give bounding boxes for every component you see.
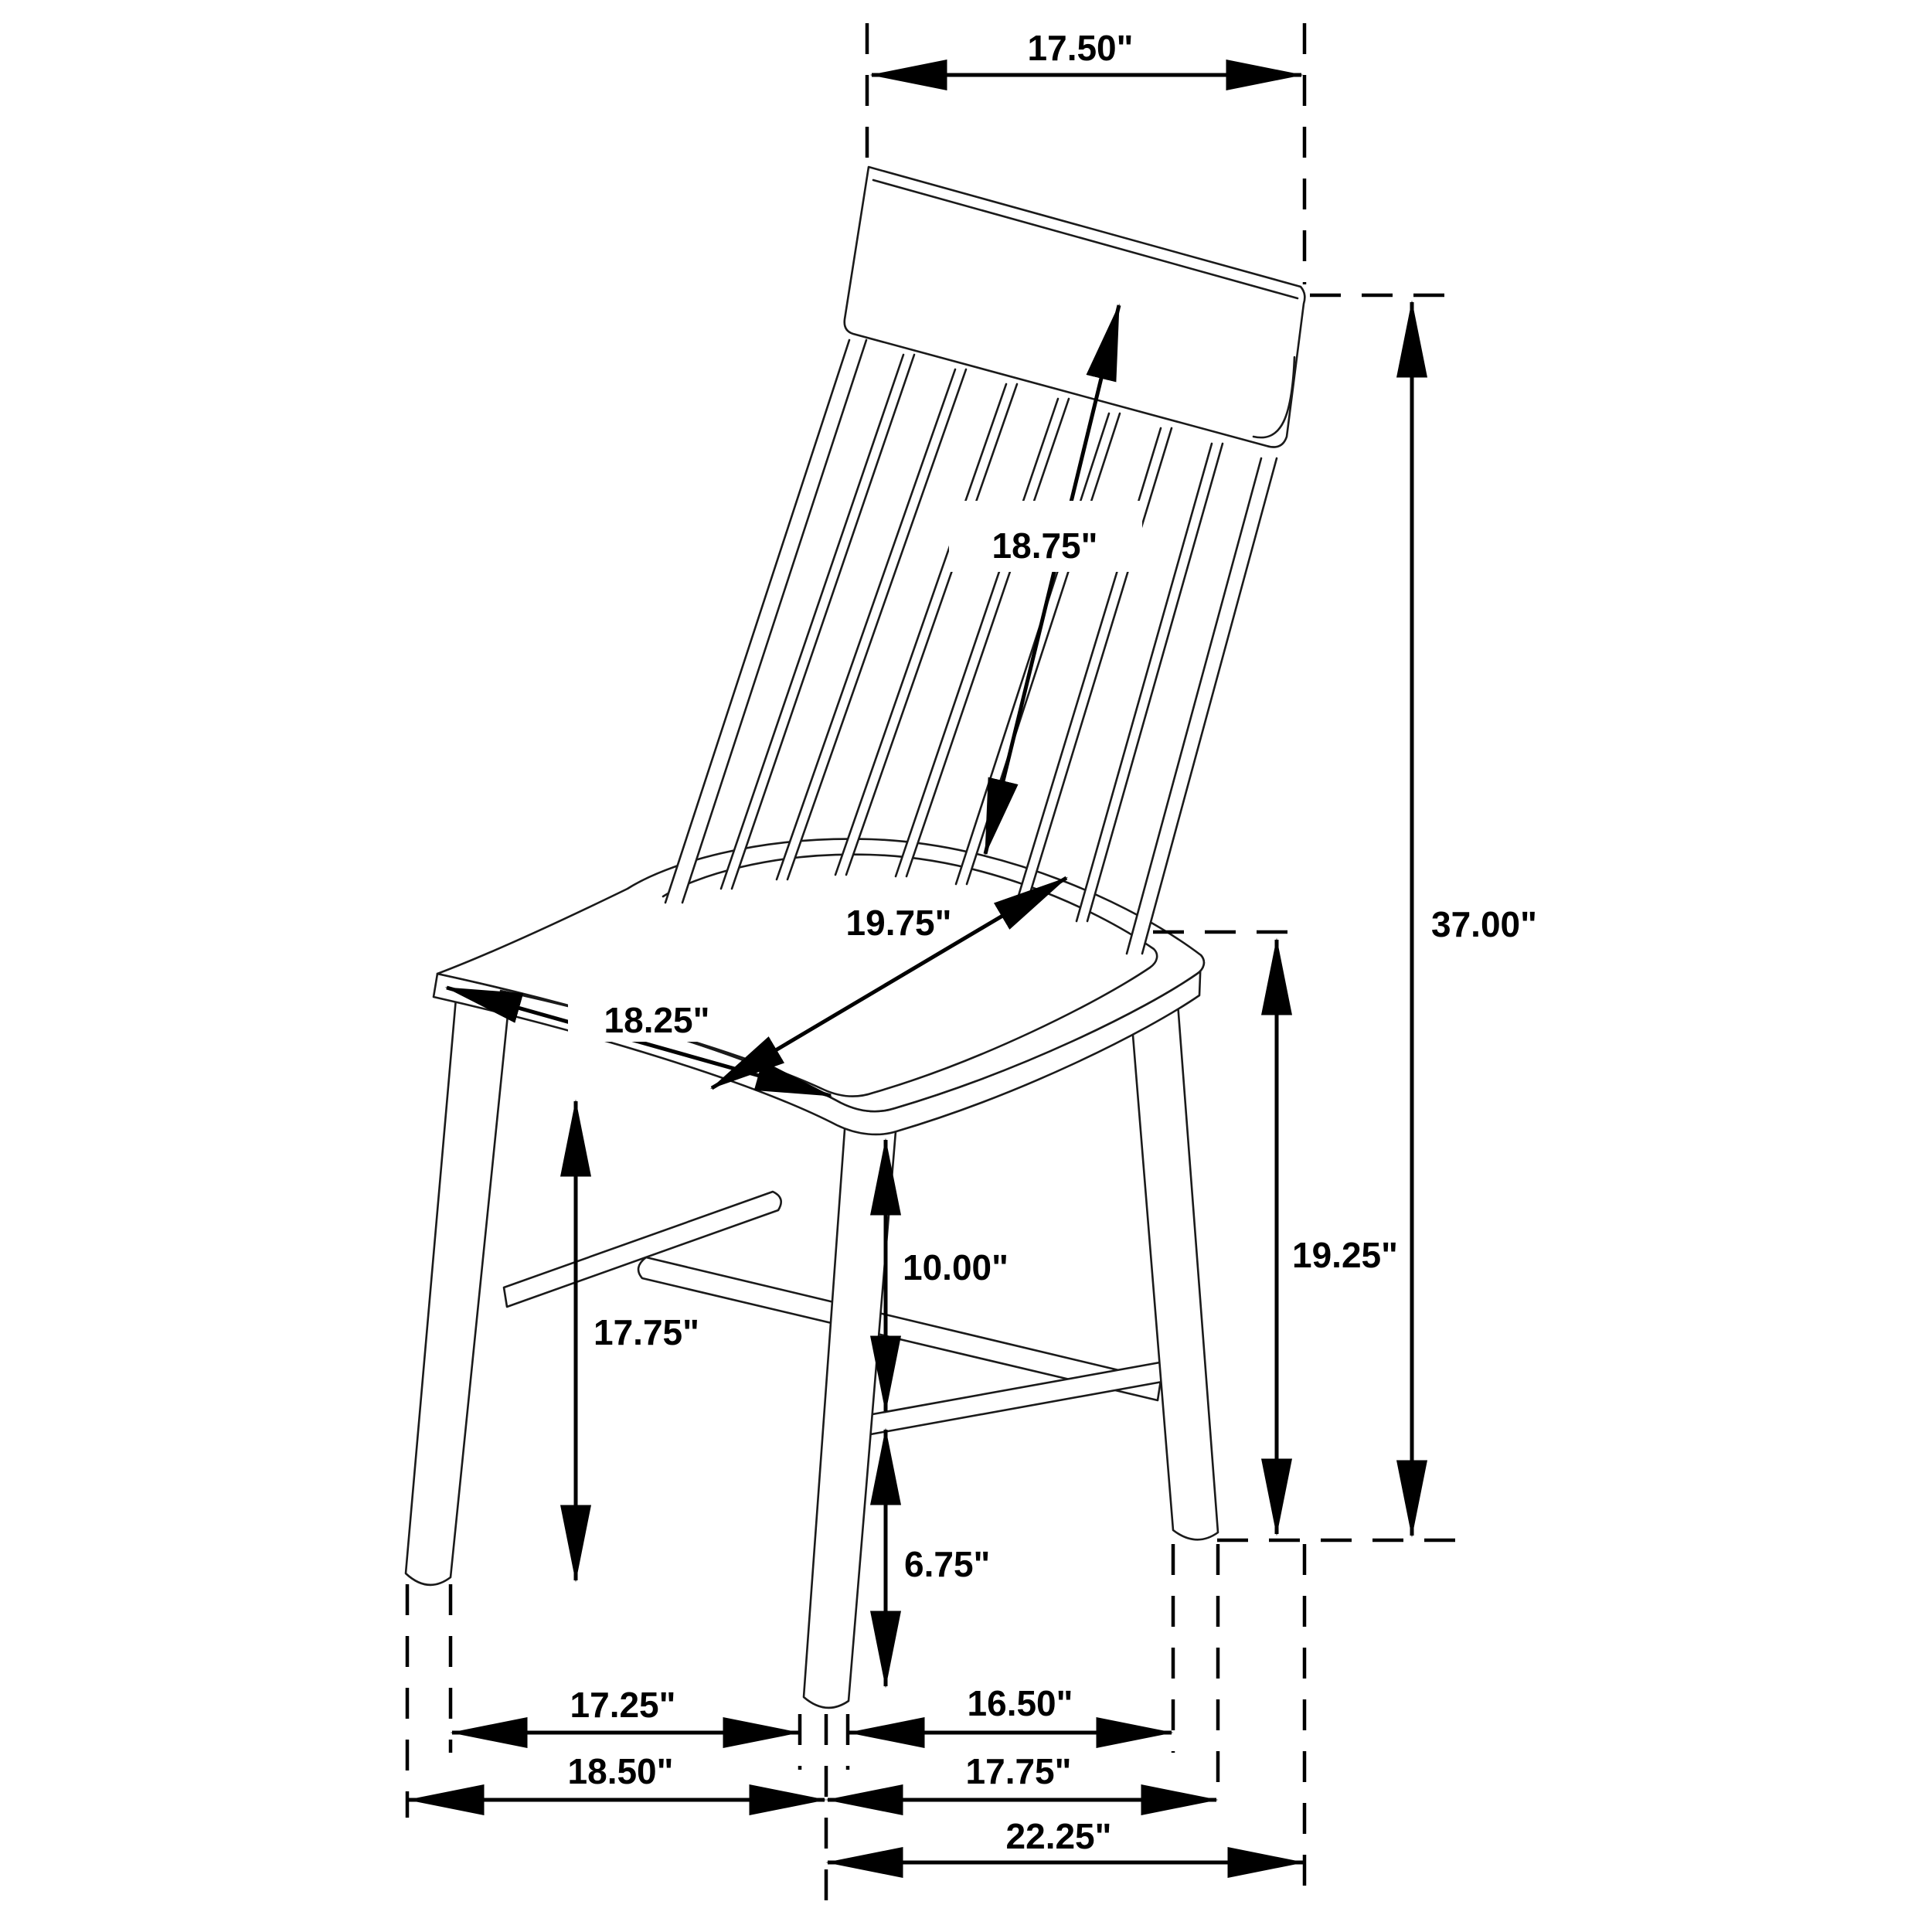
dim-front-seat-height: 17.75" <box>560 1099 739 1583</box>
dim-seat-depth-label: 19.75" <box>846 903 952 943</box>
dim-seat-width-label: 18.25" <box>604 1000 710 1040</box>
dim-backrest-length-label: 18.75" <box>992 526 1098 566</box>
dim-front-leg-inner-spacing-label: 17.25" <box>570 1685 676 1725</box>
dim-side-leg-inner-spacing: 16.50" <box>847 1683 1174 1748</box>
dimension-annotations: 17.50" 18.75" 37.00" 19.25" 19.75" 18.25… <box>406 28 1537 1878</box>
dim-overall-depth: 22.25" <box>825 1816 1305 1878</box>
dim-front-seat-height-label: 17.75" <box>594 1312 699 1352</box>
dim-seat-to-stretcher-label: 10.00" <box>903 1247 1009 1287</box>
dim-side-leg-outer-spacing: 17.75" <box>825 1751 1219 1815</box>
dim-side-leg-inner-spacing-label: 16.50" <box>968 1683 1073 1723</box>
crest-rail-body <box>843 165 1306 448</box>
dim-stretcher-to-floor-label: 6.75" <box>904 1544 990 1584</box>
dim-seat-to-stretcher: 10.00" <box>870 1138 1009 1413</box>
dim-back-top-width: 17.50" <box>869 28 1304 90</box>
dim-overall-height: 37.00" <box>1396 300 1537 1538</box>
dim-overall-height-label: 37.00" <box>1431 904 1537 944</box>
dim-stretcher-to-floor: 6.75" <box>870 1427 990 1689</box>
dim-back-top-width-label: 17.50" <box>1028 28 1134 68</box>
crest-rail-top-edge-detail <box>872 179 1299 300</box>
crest-rail-end-roll <box>1252 355 1296 439</box>
dim-overall-depth-label: 22.25" <box>1006 1816 1112 1856</box>
dim-rear-seat-height: 19.25" <box>1261 937 1398 1536</box>
dim-seat-width: 18.25" <box>444 985 833 1098</box>
rear-right-leg <box>1127 977 1219 1541</box>
front-left-leg <box>404 991 512 1587</box>
dim-front-leg-outer-spacing: 18.50" <box>406 1751 827 1815</box>
right-side-stretcher <box>862 1359 1172 1437</box>
dim-side-leg-outer-spacing-label: 17.75" <box>966 1751 1072 1791</box>
dim-rear-seat-height-label: 19.25" <box>1292 1235 1398 1275</box>
crest-rail <box>843 165 1306 448</box>
dim-backrest-length: 18.75" <box>949 303 1142 856</box>
dim-front-leg-outer-spacing-label: 18.50" <box>568 1751 674 1791</box>
dim-front-leg-inner-spacing: 17.25" <box>450 1685 801 1748</box>
